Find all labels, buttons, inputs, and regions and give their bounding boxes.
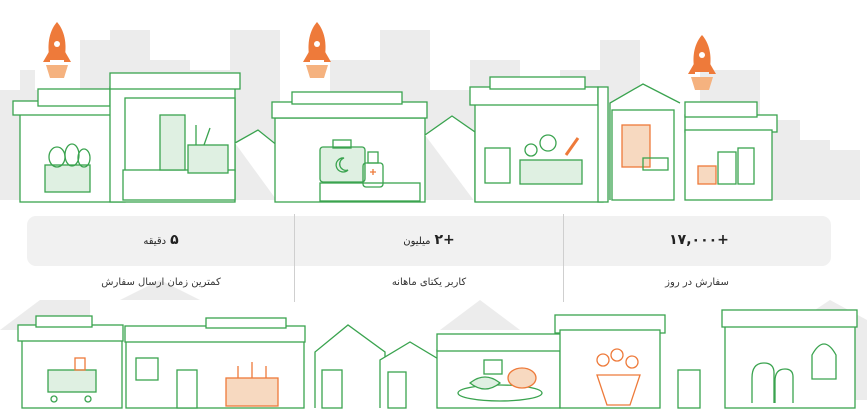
rocket-icon <box>303 22 331 78</box>
stat-orders-value: +۱۷,۰۰۰ <box>669 232 729 248</box>
pharmacy-box-icon <box>319 139 366 183</box>
rocket-icon <box>43 22 71 78</box>
stat-users-value: +۲میلیون <box>403 232 455 248</box>
bottom-buildings <box>17 309 858 409</box>
fish-platter-icon <box>457 359 543 402</box>
stats-divider <box>563 214 564 302</box>
stats-divider <box>294 214 295 302</box>
coffee-grocery-icon <box>621 124 755 185</box>
stat-delivery-label: کمترین زمان ارسال سفارش <box>101 277 221 288</box>
stat-delivery-value: ۵دقیقه <box>143 232 179 248</box>
rocket-icon <box>688 35 716 90</box>
top-buildings <box>12 72 778 203</box>
sewing-machine-icon <box>159 114 229 174</box>
stat-orders-label: سفارش در روز <box>665 277 729 288</box>
cake-icon <box>225 362 279 407</box>
medicine-bottle-icon <box>362 151 384 188</box>
stat-users-label: کاربر یکتای ماهانه <box>391 277 467 288</box>
bread-basket-icon <box>44 143 91 193</box>
stats-card <box>27 216 831 266</box>
flower-basket-icon <box>596 348 641 406</box>
pet-cage-icon <box>751 343 837 403</box>
vegetable-crate-icon <box>519 134 583 185</box>
shopping-cart-icon <box>47 357 97 403</box>
